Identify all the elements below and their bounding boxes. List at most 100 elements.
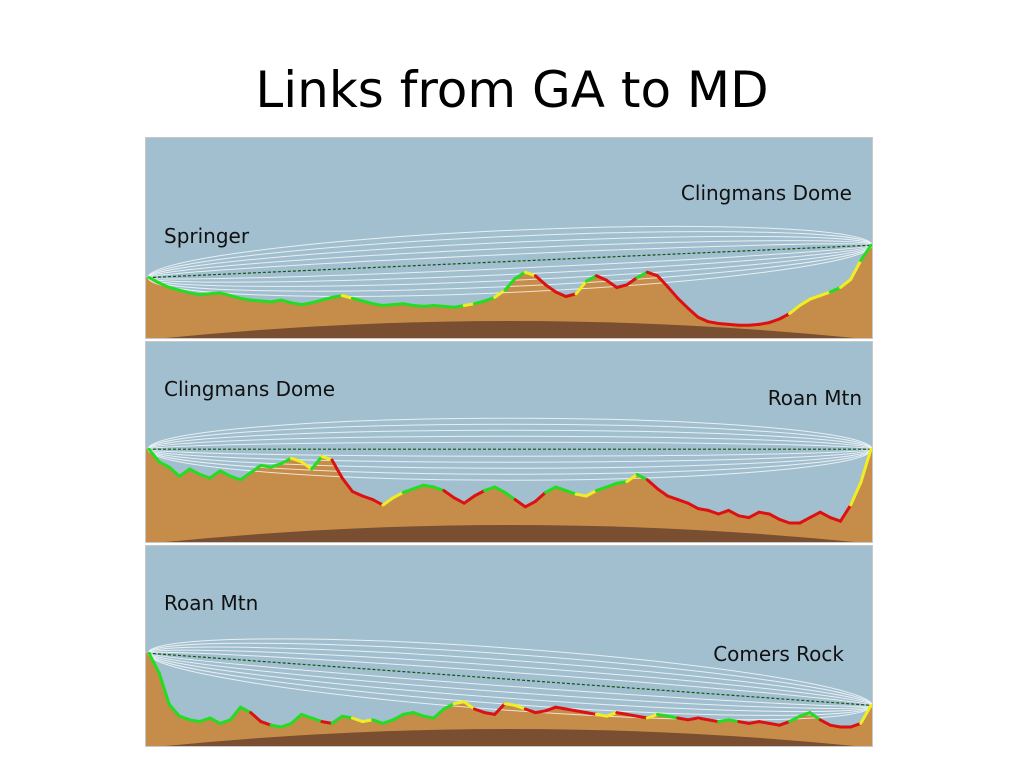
profile-segment xyxy=(584,711,598,716)
profile-segment xyxy=(828,723,842,729)
profile-segment xyxy=(564,292,578,298)
profile-segment xyxy=(371,718,385,725)
profile-segment xyxy=(228,705,242,722)
profile-segment xyxy=(167,465,181,478)
profile-segment xyxy=(361,494,375,502)
profile-segment xyxy=(615,711,629,716)
profile-segment xyxy=(645,270,659,278)
profile-segment xyxy=(320,454,334,462)
profile-segment xyxy=(198,292,212,297)
profile-segment xyxy=(340,714,354,720)
profile-segment xyxy=(839,277,853,289)
profile-segment xyxy=(544,705,558,713)
profile-segment xyxy=(727,322,741,327)
profile-segment xyxy=(513,270,527,280)
profile-segment xyxy=(727,508,741,518)
profile-segment xyxy=(533,274,548,287)
profile-segment xyxy=(493,288,507,299)
profile-segment xyxy=(706,320,720,325)
terrain-fill xyxy=(146,245,872,338)
profile-segment xyxy=(554,705,568,711)
profile-segment xyxy=(696,507,710,512)
profile-segment xyxy=(554,290,568,298)
profile-segment xyxy=(340,476,354,493)
profile-segment xyxy=(269,462,283,469)
profile-segment xyxy=(767,721,781,727)
profile-segment xyxy=(839,503,853,523)
profile-segment xyxy=(859,447,872,484)
profile-segment xyxy=(147,447,161,464)
profile-segment xyxy=(798,297,812,307)
profile-segment xyxy=(717,322,731,326)
profile-segment xyxy=(635,714,649,720)
profile-segment xyxy=(208,291,222,296)
profile-segment xyxy=(269,723,283,729)
profile-segment xyxy=(371,498,385,507)
profile-segment xyxy=(533,490,548,503)
profile-segment xyxy=(808,510,822,520)
profile-segment xyxy=(717,508,731,516)
profile-segment xyxy=(198,716,212,724)
profile-segment xyxy=(239,705,253,715)
profile-segment xyxy=(188,291,202,297)
start-site-label: Roan Mtn xyxy=(164,591,259,615)
profile-segment xyxy=(635,270,649,280)
profile-segment xyxy=(605,278,619,289)
profile-segment xyxy=(523,499,537,509)
earth-curvature xyxy=(165,729,855,746)
profile-segment xyxy=(767,512,781,521)
profile-segment xyxy=(472,707,487,715)
profile-segment xyxy=(391,712,405,722)
profile-panel-clingmans-roan: Clingmans Dome Roan Mtn xyxy=(145,341,873,543)
profile-segment xyxy=(564,707,578,713)
profile-segment xyxy=(574,709,588,715)
profile-segment xyxy=(788,714,802,724)
profile-segment xyxy=(289,712,303,725)
line-of-sight xyxy=(147,652,872,706)
profile-segment xyxy=(778,720,792,727)
profile-segment xyxy=(218,291,232,298)
profile-segment xyxy=(778,312,792,321)
profile-segment xyxy=(422,483,436,489)
profile-segment xyxy=(462,302,476,307)
profile-segment xyxy=(808,294,822,301)
profile-segment xyxy=(605,481,619,489)
profile-segment xyxy=(391,302,405,307)
profile-segment xyxy=(625,276,639,287)
profile-segment xyxy=(442,489,456,500)
profile-segment xyxy=(574,279,588,296)
profile-segment xyxy=(147,651,161,675)
profile-segment xyxy=(645,712,659,720)
profile-segment xyxy=(371,302,385,307)
profile-segment xyxy=(472,489,487,498)
profile-segment xyxy=(757,321,771,326)
profile-segment xyxy=(717,718,731,724)
end-site-label: Clingmans Dome xyxy=(680,181,852,205)
profile-segment xyxy=(178,467,192,478)
end-site-label: Comers Rock xyxy=(713,642,844,666)
profile-segment xyxy=(483,711,497,716)
profile-segment xyxy=(198,472,212,480)
slide-title: Links from GA to MD xyxy=(255,61,769,119)
profile-segment xyxy=(818,290,832,298)
profile-segment xyxy=(503,490,517,502)
profile-segment xyxy=(411,483,426,491)
profile-segment xyxy=(178,288,192,295)
profile-segment xyxy=(300,460,314,471)
profile-segment xyxy=(279,298,293,305)
profile-segment xyxy=(757,720,771,725)
profile-segment xyxy=(411,304,426,308)
profile-segment xyxy=(737,514,751,520)
profile-segment xyxy=(422,714,436,720)
profile-segment xyxy=(544,485,558,494)
start-site-label: Springer xyxy=(164,224,250,248)
profile-segment xyxy=(798,516,812,525)
profile-segment xyxy=(706,718,720,724)
profile-segment xyxy=(442,702,456,711)
profile-segment xyxy=(686,306,700,319)
profile-segment xyxy=(279,721,293,729)
profile-segment xyxy=(574,492,588,498)
profile-segment xyxy=(340,294,354,300)
profile-segment xyxy=(757,510,771,516)
profile-segment xyxy=(778,517,792,525)
